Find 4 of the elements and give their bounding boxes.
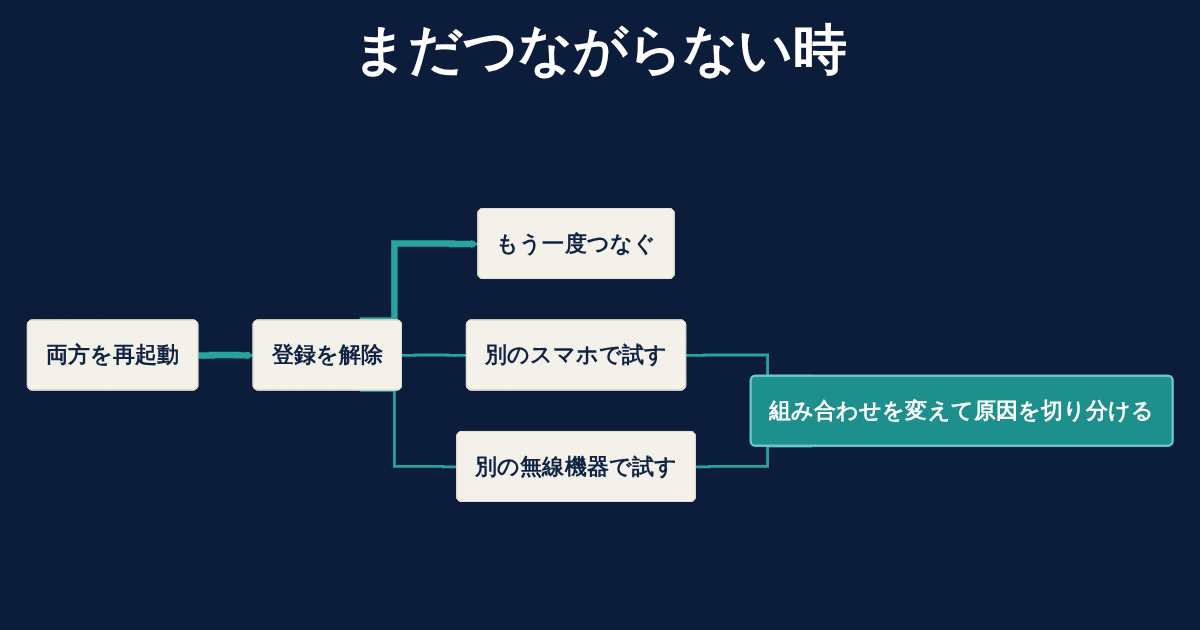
connector [401,353,467,357]
arrow [198,351,254,360]
connector [695,444,813,469]
title: まだつながらない時 [353,17,847,83]
